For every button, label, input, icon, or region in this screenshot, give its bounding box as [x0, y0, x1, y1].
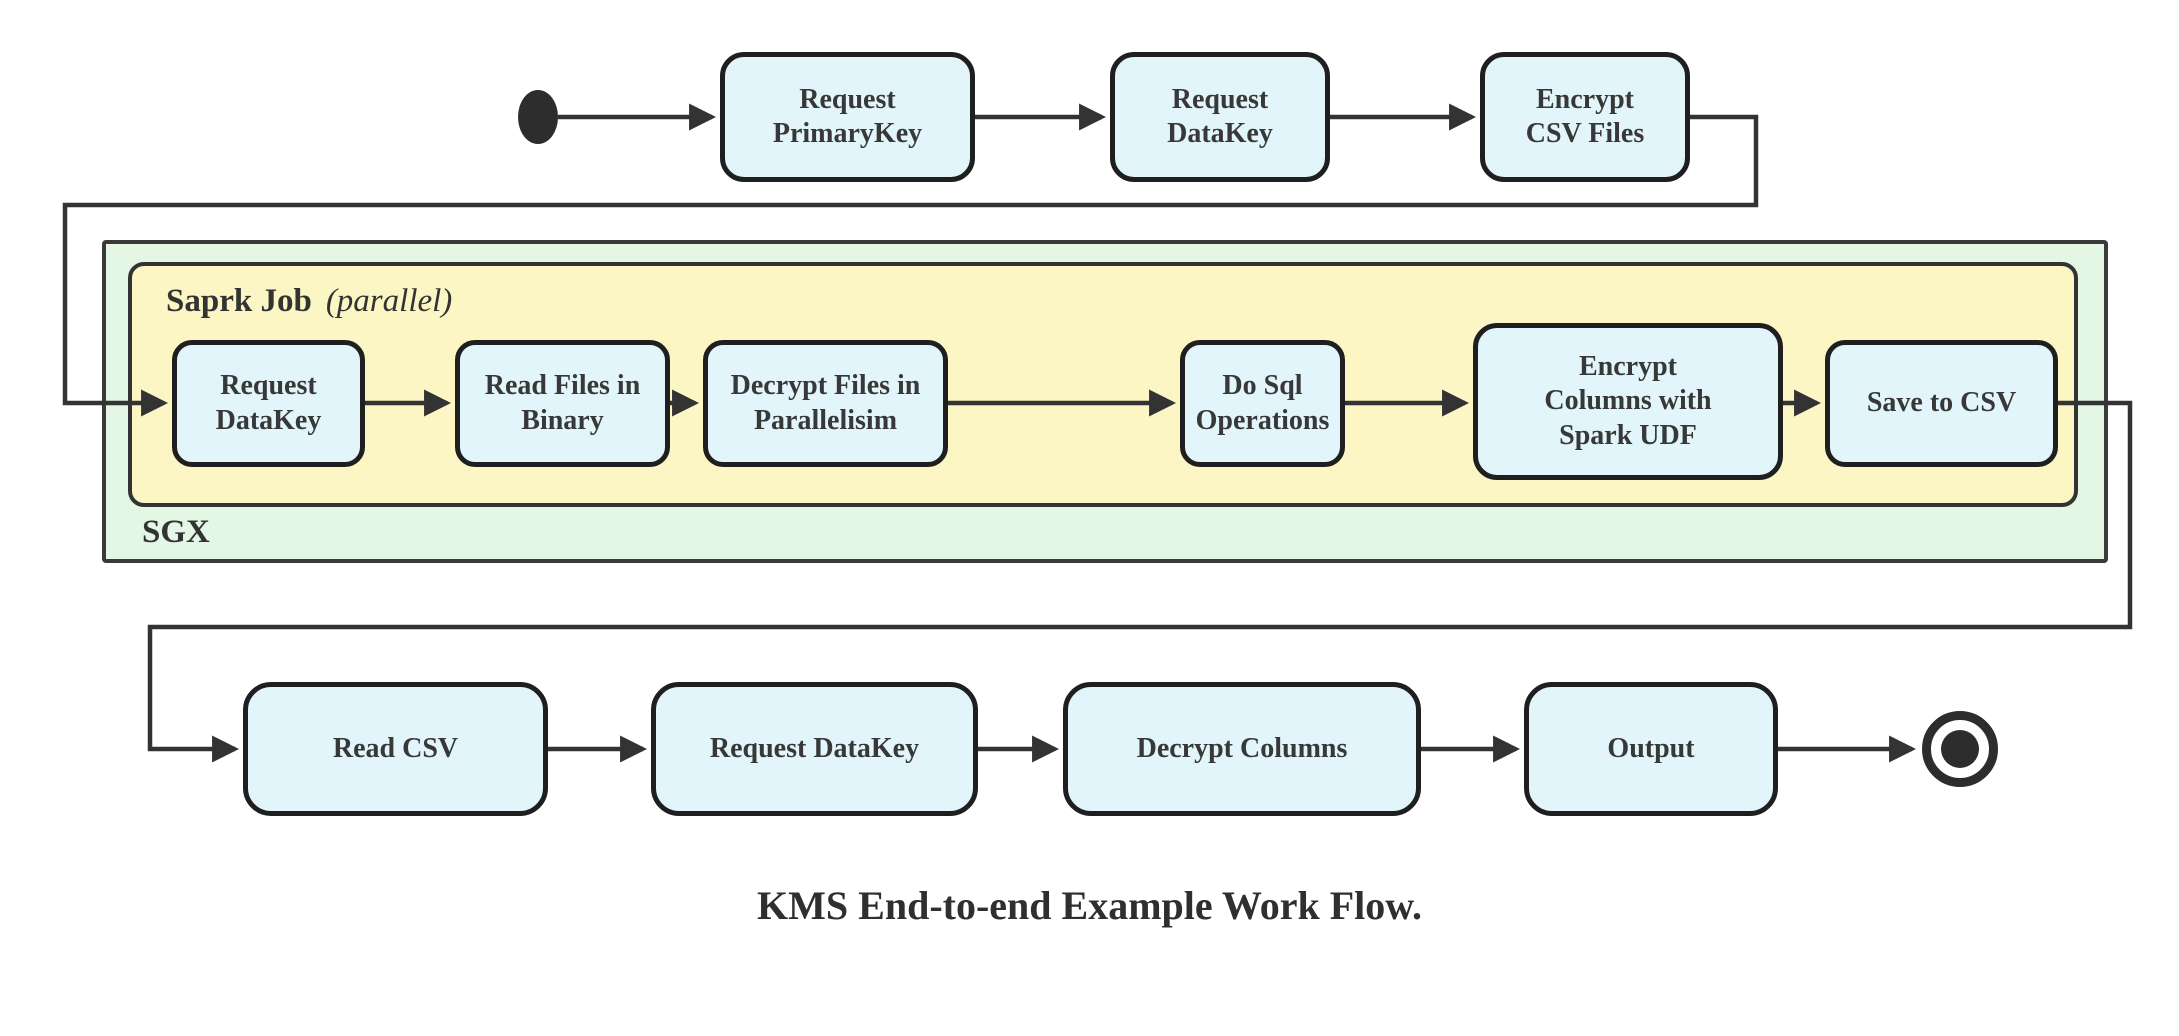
- end-node: [1922, 711, 1998, 787]
- node-label: Request DataKey: [709, 732, 920, 764]
- node-encrypt-csv-files: Encrypt CSV Files: [1480, 52, 1690, 182]
- node-label: Do Sql Operations: [1195, 370, 1330, 436]
- edge-save-csv-to-read-csv: [147, 400, 2133, 763]
- node-request-datakey-bottom: Request DataKey: [651, 682, 978, 816]
- node-label: Encrypt Columns with Spark UDF: [1544, 351, 1712, 451]
- sgx-label: SGX: [142, 514, 210, 550]
- node-decrypt-columns: Decrypt Columns: [1063, 682, 1421, 816]
- node-output: Output: [1524, 682, 1778, 816]
- end-node-dot: [1941, 730, 1979, 768]
- spark-job-label-parallel: (parallel): [325, 283, 453, 319]
- spark-job-label-bold: Saprk Job: [166, 283, 312, 319]
- node-label: Output: [1607, 732, 1695, 764]
- node-label: Decrypt Columns: [1136, 732, 1348, 764]
- node-encrypt-columns-with-spark-udf: Encrypt Columns with Spark UDF: [1473, 323, 1783, 480]
- edge-encrypt-csv-to-sgx-datakey: [62, 114, 1759, 417]
- node-label: Request DataKey: [215, 370, 322, 436]
- node-label: Request DataKey: [1167, 83, 1273, 149]
- node-request-datakey-sgx: Request DataKey: [172, 340, 365, 467]
- node-save-to-csv: Save to CSV: [1825, 340, 2058, 467]
- diagram-caption: KMS End-to-end Example Work Flow.: [757, 883, 1422, 928]
- node-label: Encrypt CSV Files: [1525, 83, 1645, 149]
- node-read-csv: Read CSV: [243, 682, 548, 816]
- node-label: Read CSV: [332, 732, 459, 764]
- node-label: Save to CSV: [1866, 387, 2017, 419]
- node-label: Decrypt Files in Parallelisim: [730, 370, 921, 436]
- spark-job-label: Saprk Job (parallel): [166, 283, 452, 320]
- node-read-files-in-binary: Read Files in Binary: [455, 340, 670, 467]
- node-request-primarykey: Request PrimaryKey: [720, 52, 975, 182]
- node-do-sql-operations: Do Sql Operations: [1180, 340, 1345, 467]
- node-request-datakey-top: Request DataKey: [1110, 52, 1330, 182]
- start-node: [518, 90, 558, 144]
- node-label: Read Files in Binary: [484, 370, 641, 436]
- node-label: Request PrimaryKey: [772, 83, 923, 149]
- node-decrypt-files-in-parallelisim: Decrypt Files in Parallelisim: [703, 340, 948, 467]
